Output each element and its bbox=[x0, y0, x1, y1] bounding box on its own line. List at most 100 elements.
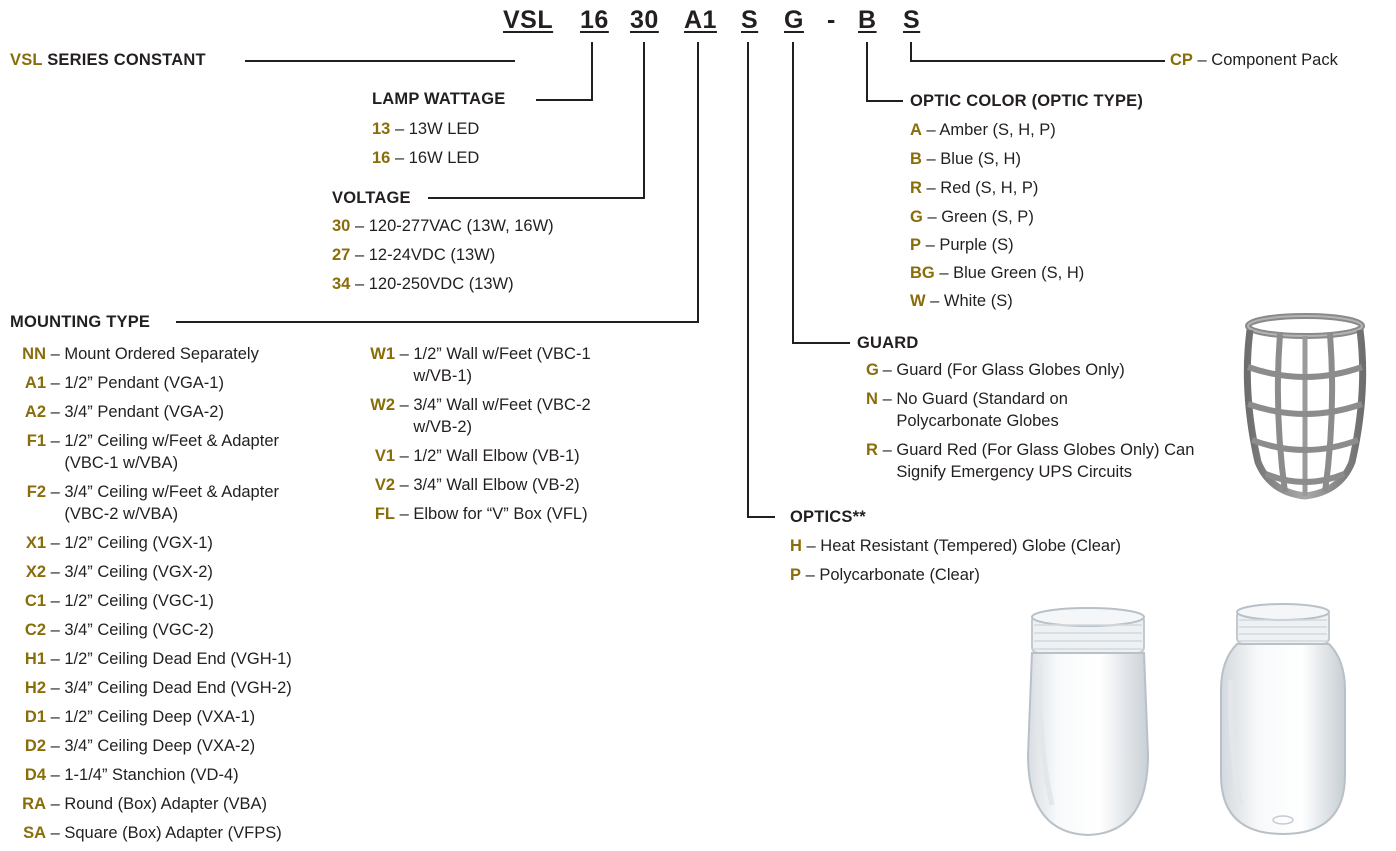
item-text: 1/2” Wall Elbow (VB-1) bbox=[413, 445, 633, 467]
series-code: VSL bbox=[10, 51, 42, 69]
optics-item: P – Polycarbonate (Clear) bbox=[790, 561, 980, 590]
item-code: FL bbox=[365, 503, 395, 525]
item-code: R bbox=[866, 439, 878, 461]
mounting-list-col1: NN – Mount Ordered Separately A1 – 1/2” … bbox=[10, 343, 340, 851]
item-text: – Blue (S, H) bbox=[927, 150, 1021, 168]
connector-guard-v bbox=[792, 42, 794, 344]
item-code: P bbox=[790, 566, 801, 584]
item-text: Guard Red (For Glass Globes Only) Can Si… bbox=[896, 439, 1221, 483]
optic-color-heading: OPTIC COLOR (OPTIC TYPE) bbox=[910, 92, 1143, 111]
code-optic-color: B bbox=[858, 6, 877, 35]
connector-mounting-v bbox=[697, 42, 699, 323]
mounting-list-col2: W1 – 1/2” Wall w/Feet (VBC-1 w/VB-1) W2 … bbox=[365, 343, 655, 532]
code-optics: S bbox=[741, 6, 758, 35]
item-dash: – bbox=[51, 590, 60, 612]
mounting-item: F2 – 3/4” Ceiling w/Feet & Adapter (VBC-… bbox=[10, 481, 340, 525]
item-dash: – bbox=[51, 619, 60, 641]
mounting-item: FL – Elbow for “V” Box (VFL) bbox=[365, 503, 655, 525]
item-text: Mount Ordered Separately bbox=[64, 343, 314, 365]
item-code: D1 bbox=[10, 706, 46, 728]
connector-optic-color-h bbox=[866, 100, 903, 102]
mounting-item: A1 – 1/2” Pendant (VGA-1) bbox=[10, 372, 340, 394]
item-dash: – bbox=[51, 822, 60, 844]
item-dash: – bbox=[400, 343, 409, 365]
item-code: W bbox=[910, 292, 926, 310]
mounting-type-heading: MOUNTING TYPE bbox=[10, 313, 150, 332]
cp-text: – Component Pack bbox=[1198, 51, 1338, 69]
item-text: – Blue Green (S, H) bbox=[939, 264, 1084, 282]
series-label: VSL SERIES CONSTANT bbox=[10, 51, 206, 70]
item-dash: – bbox=[400, 474, 409, 496]
item-code: H bbox=[790, 537, 802, 555]
item-code: X2 bbox=[10, 561, 46, 583]
code-mounting: A1 bbox=[684, 6, 717, 35]
item-text: 1/2” Ceiling Deep (VXA-1) bbox=[64, 706, 314, 728]
item-text: – 120-277VAC (13W, 16W) bbox=[355, 217, 554, 235]
item-text: 3/4” Pendant (VGA-2) bbox=[64, 401, 314, 423]
mounting-item: NN – Mount Ordered Separately bbox=[10, 343, 340, 365]
mounting-item: D1 – 1/2” Ceiling Deep (VXA-1) bbox=[10, 706, 340, 728]
mounting-item: W2 – 3/4” Wall w/Feet (VBC-2 w/VB-2) bbox=[365, 394, 655, 438]
item-dash: – bbox=[883, 439, 892, 461]
optic-color-item: P – Purple (S) bbox=[910, 231, 1014, 260]
item-text: 3/4” Ceiling (VGC-2) bbox=[64, 619, 314, 641]
mounting-item: H1 – 1/2” Ceiling Dead End (VGH-1) bbox=[10, 648, 340, 670]
item-dash: – bbox=[51, 430, 60, 452]
item-dash: – bbox=[51, 677, 60, 699]
item-dash: – bbox=[51, 532, 60, 554]
item-text: Round (Box) Adapter (VBA) bbox=[64, 793, 314, 815]
item-code: NN bbox=[10, 343, 46, 365]
optic-color-item: BG – Blue Green (S, H) bbox=[910, 259, 1084, 288]
item-dash: – bbox=[51, 706, 60, 728]
optic-color-item: W – White (S) bbox=[910, 287, 1013, 316]
connector-wattage-v bbox=[591, 42, 593, 101]
item-code: V1 bbox=[365, 445, 395, 467]
mounting-item: V2 – 3/4” Wall Elbow (VB-2) bbox=[365, 474, 655, 496]
item-text: Elbow for “V” Box (VFL) bbox=[413, 503, 633, 525]
item-code: H2 bbox=[10, 677, 46, 699]
item-text: Guard (For Glass Globes Only) bbox=[896, 359, 1216, 381]
item-dash: – bbox=[400, 445, 409, 467]
item-text: – Amber (S, H, P) bbox=[927, 121, 1056, 139]
item-dash: – bbox=[883, 388, 892, 410]
item-code: V2 bbox=[365, 474, 395, 496]
item-dash: – bbox=[51, 561, 60, 583]
item-text: 1/2” Wall w/Feet (VBC-1 w/VB-1) bbox=[413, 343, 633, 387]
lamp-wattage-heading: LAMP WATTAGE bbox=[372, 90, 505, 109]
mounting-item: D2 – 3/4” Ceiling Deep (VXA-2) bbox=[10, 735, 340, 757]
mounting-item: H2 – 3/4” Ceiling Dead End (VGH-2) bbox=[10, 677, 340, 699]
mounting-item: RA – Round (Box) Adapter (VBA) bbox=[10, 793, 340, 815]
optic-color-item: R – Red (S, H, P) bbox=[910, 174, 1038, 203]
mounting-item: X2 – 3/4” Ceiling (VGX-2) bbox=[10, 561, 340, 583]
mounting-item: X1 – 1/2” Ceiling (VGX-1) bbox=[10, 532, 340, 554]
item-text: – 12-24VDC (13W) bbox=[355, 246, 495, 264]
item-dash: – bbox=[51, 735, 60, 757]
connector-optics-h bbox=[747, 516, 775, 518]
item-code: F1 bbox=[10, 430, 46, 452]
connector-optics-v bbox=[747, 42, 749, 518]
item-code: D2 bbox=[10, 735, 46, 757]
item-dash: – bbox=[400, 394, 409, 416]
item-text: – 120-250VDC (13W) bbox=[355, 275, 514, 293]
item-text: No Guard (Standard on Polycarbonate Glob… bbox=[896, 388, 1096, 432]
item-text: – 13W LED bbox=[395, 120, 479, 138]
item-text: – White (S) bbox=[930, 292, 1013, 310]
item-code: F2 bbox=[10, 481, 46, 503]
optic-color-item: G – Green (S, P) bbox=[910, 203, 1034, 232]
item-text: – Purple (S) bbox=[926, 236, 1014, 254]
item-code: 27 bbox=[332, 246, 350, 264]
item-code: G bbox=[910, 208, 923, 226]
glass-globe-heat-resistant-image bbox=[1018, 605, 1158, 840]
item-dash: – bbox=[51, 793, 60, 815]
mounting-item: W1 – 1/2” Wall w/Feet (VBC-1 w/VB-1) bbox=[365, 343, 655, 387]
voltage-item: 34 – 120-250VDC (13W) bbox=[332, 270, 514, 299]
mounting-item: D4 – 1-1/4” Stanchion (VD-4) bbox=[10, 764, 340, 786]
item-text: 1/2” Ceiling Dead End (VGH-1) bbox=[64, 648, 314, 670]
item-text: 3/4” Wall Elbow (VB-2) bbox=[413, 474, 633, 496]
item-code: A1 bbox=[10, 372, 46, 394]
item-code: N bbox=[866, 388, 878, 410]
item-code: G bbox=[866, 359, 878, 381]
guard-cage-image bbox=[1240, 312, 1370, 502]
item-code: 13 bbox=[372, 120, 390, 138]
item-code: A2 bbox=[10, 401, 46, 423]
